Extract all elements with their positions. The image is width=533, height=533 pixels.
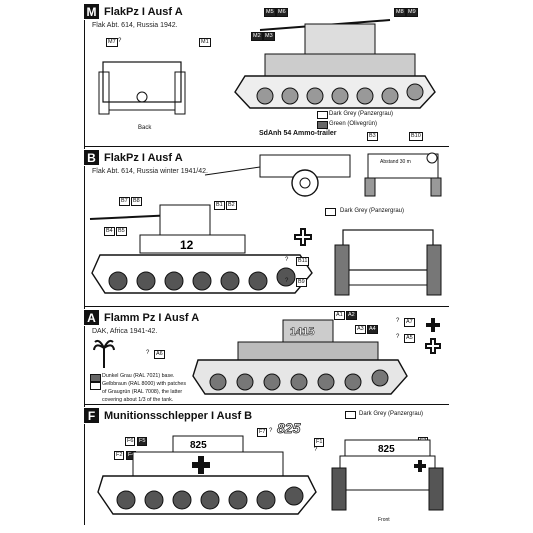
section-subtitle: DAK, Africa 1941-42. [92, 328, 158, 335]
turret-number: 1415 [290, 326, 314, 338]
legend-dark-grey: Dark Grey (Panzergrau) [329, 111, 394, 117]
decal-tag: M3 [263, 32, 275, 41]
caption-back: Back [138, 125, 152, 131]
question-mark: ? [285, 257, 289, 263]
decal-tag: M9 [406, 8, 418, 17]
decal-tag: F2 [114, 451, 125, 460]
legend-swatch [90, 374, 101, 382]
section-letter: M [84, 4, 99, 19]
decal-tag: F5 [137, 437, 148, 446]
flamm-pz-side-view: 1415 [192, 319, 408, 395]
question-mark: ? [314, 447, 318, 453]
section-title: FlakPz I Ausf A [104, 5, 183, 18]
decal-tag: A7 [404, 318, 415, 327]
decal-tag: B8 [131, 197, 142, 206]
decal-tag: M6 [276, 8, 288, 17]
decal-tag: F6 [125, 437, 136, 446]
munitionsschlepper-front-view: 825 [331, 439, 444, 511]
section-title: Flamm Pz I Ausf A [104, 311, 200, 324]
question-mark: ? [396, 318, 400, 324]
munitionsschlepper-side-view: 825 [97, 435, 317, 515]
question-mark: ? [118, 38, 122, 44]
section-b-header: B FlakPz I Ausf A [84, 149, 449, 166]
decal-tag: F7 [257, 428, 268, 437]
decal-tag: B9 [296, 278, 307, 287]
legend-swatch [345, 411, 356, 419]
balkenkreuz-icon [294, 228, 312, 246]
decal-tag: M2 [251, 32, 263, 41]
legend-swatch [325, 208, 336, 216]
dak-palm-emblem-icon [93, 339, 115, 368]
section-divider [84, 404, 449, 405]
trailer-rear-view [364, 152, 442, 197]
decal-tag: B2 [226, 201, 237, 210]
section-a-header: A Flamm Pz I Ausf A [84, 309, 449, 326]
question-mark: ? [285, 278, 289, 284]
decal-tag: A2 [346, 311, 357, 320]
rear-view-drawing [98, 61, 186, 115]
decal-tag: B7 [119, 197, 130, 206]
section-title: FlakPz I Ausf A [104, 151, 183, 164]
section-letter: B [84, 150, 99, 165]
decal-tag: B3 [367, 132, 378, 141]
question-mark: ? [396, 334, 400, 340]
flakpz-rear-view [334, 229, 442, 296]
decal-tag: B11 [296, 257, 310, 266]
section-subtitle: Flak Abt. 614, Russia winter 1941/42. [92, 168, 208, 175]
section-divider [84, 146, 449, 147]
section-letter: F [84, 408, 99, 423]
decal-tag: B5 [116, 227, 127, 236]
decal-tag: B4 [104, 227, 115, 236]
box-number: 825 [378, 444, 395, 455]
question-mark: ? [269, 428, 273, 434]
left-border [84, 8, 85, 525]
legend-dark-grey: Dark Grey (Panzergrau) [359, 411, 424, 417]
turret-number: 12 [180, 238, 194, 252]
crosses-icon [425, 318, 441, 354]
legend-swatch [317, 121, 328, 129]
section-title: Munitionsschlepper I Ausf B [104, 409, 253, 422]
section-divider [84, 306, 449, 307]
decal-tag: F1 [314, 438, 325, 447]
tactical-number: 825 [277, 420, 301, 437]
decal-tag: A5 [404, 334, 415, 343]
section-f-header: F Munitionsschlepper I Ausf B [84, 407, 449, 424]
legend-swatch [90, 382, 101, 390]
decal-tag: A3 [355, 325, 366, 334]
legend-dark-grey: Dark Grey (Panzergrau) [340, 208, 405, 214]
decal-tag: M5 [264, 8, 276, 17]
caption-front: Front [378, 517, 390, 523]
question-mark: ? [146, 350, 150, 356]
section-subtitle: Flak Abt. 614, Russia 1942. [92, 22, 178, 29]
legend-line: Dunkel Grau (RAL 7021) base. [102, 373, 175, 379]
legend-green: Green (Olivegrün) [329, 121, 378, 127]
decal-tag: A6 [154, 350, 165, 359]
decal-tag: M1 [199, 38, 211, 47]
decal-tag: M8 [394, 8, 406, 17]
legend-line: Gelbbraun (RAL 8000) with patches [102, 381, 187, 387]
trailer-plate: Abstand 30 m [380, 159, 411, 165]
decal-tag: B1 [214, 201, 225, 210]
trailer-title: SdAnh 54 Ammo-trailer [259, 130, 337, 137]
flakpz-winter-side-view: 12 [89, 204, 313, 294]
box-number: 825 [190, 440, 207, 451]
legend-swatch [317, 111, 328, 119]
decal-tag: A1 [334, 311, 345, 320]
legend-line: covering about 1/3 of the tank. [102, 397, 174, 403]
decal-tag: A4 [367, 325, 378, 334]
decal-tag: M7 [106, 38, 118, 47]
flakpz-side-view [234, 19, 436, 109]
section-letter: A [84, 310, 99, 325]
trailer-side-view [204, 154, 351, 197]
decal-tag: B10 [409, 132, 423, 141]
legend-line: of Graugrün (RAL 7008), the latter [102, 389, 183, 395]
